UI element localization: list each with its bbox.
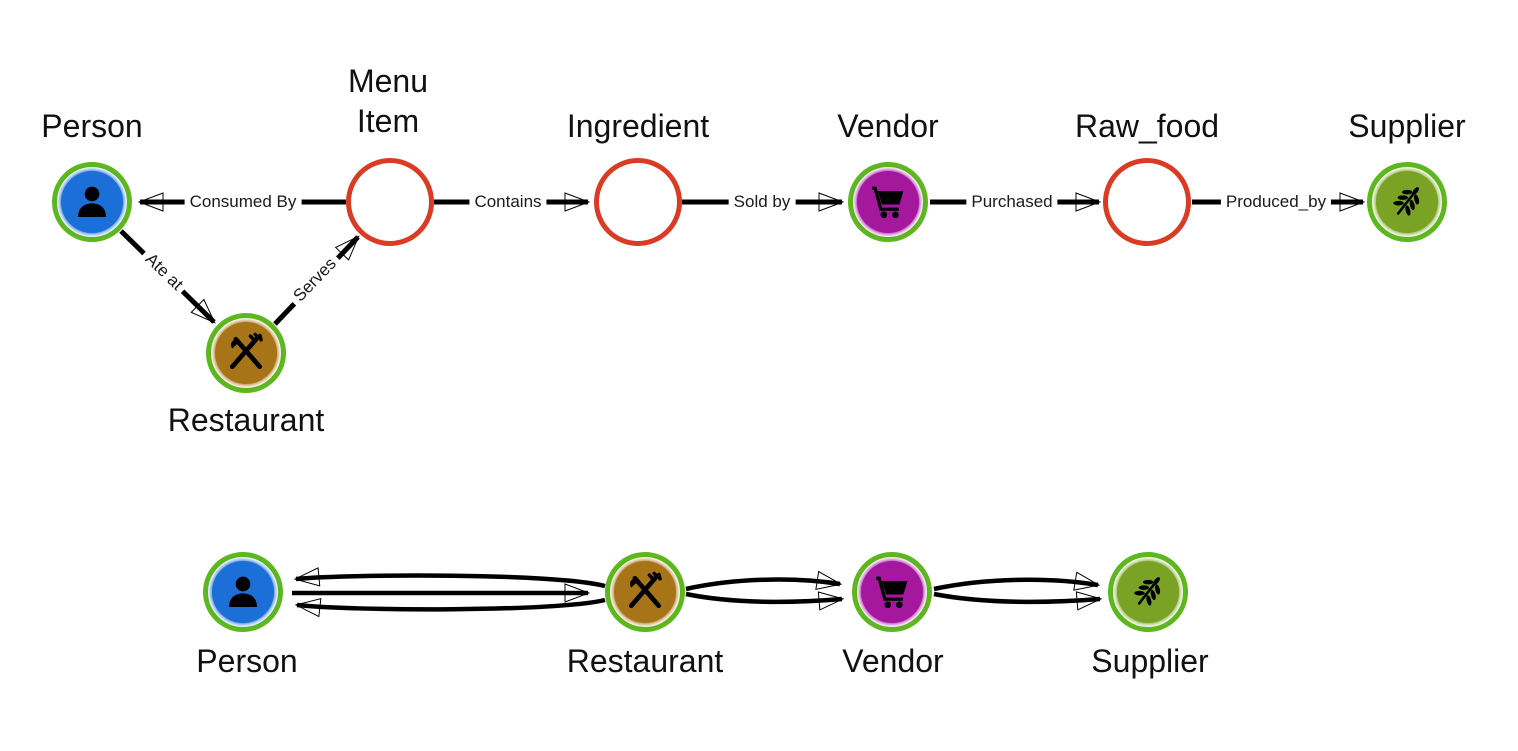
person-icon [212, 561, 274, 623]
utensils-icon [215, 322, 277, 384]
label-ingredient: Ingredient [566, 108, 710, 144]
edge-label-sold-by: Sold by [728, 192, 796, 212]
label-menu-item: Menu Item [347, 63, 429, 139]
label-vendor-top: Vendor [837, 108, 939, 144]
node-restaurant-top[interactable] [206, 313, 286, 393]
edge-label-contains: Contains [469, 192, 547, 212]
node-supplier-bottom[interactable] [1108, 552, 1188, 632]
edge-vendor-to-supplier-bottom [933, 594, 1100, 602]
node-person-top[interactable] [52, 162, 132, 242]
node-restaurant-bottom[interactable] [605, 552, 685, 632]
label-person-bottom: Person [196, 643, 298, 679]
label-raw-food: Raw_food [1074, 108, 1220, 144]
node-raw-food[interactable] [1103, 158, 1191, 246]
wheat-icon [1376, 171, 1438, 233]
node-vendor-bottom[interactable] [852, 552, 932, 632]
shopping-cart-icon [857, 171, 919, 233]
node-ingredient[interactable] [594, 158, 682, 246]
label-vendor-bottom: Vendor [842, 643, 944, 679]
edge-label-produced-by: Produced_by [1220, 192, 1332, 212]
node-person-bottom[interactable] [203, 552, 283, 632]
label-supplier-bottom: Supplier [1091, 643, 1209, 679]
label-person-top: Person [41, 108, 143, 144]
edge-restaurant-to-person-top [296, 576, 606, 589]
edge-restaurant-to-person-bottom [297, 597, 606, 609]
node-vendor-top[interactable] [848, 162, 928, 242]
edge-vendor-to-supplier-top [933, 580, 1098, 592]
wheat-icon [1117, 561, 1179, 623]
edge-label-consumed-by: Consumed By [184, 192, 302, 212]
person-icon [61, 171, 123, 233]
label-restaurant-bottom: Restaurant [566, 643, 724, 679]
edge-restaurant-to-vendor-bottom [685, 594, 842, 602]
node-supplier-top[interactable] [1367, 162, 1447, 242]
edge-restaurant-to-vendor-top [685, 580, 840, 592]
label-supplier-top: Supplier [1348, 108, 1466, 144]
shopping-cart-icon [861, 561, 923, 623]
node-menu-item[interactable] [346, 158, 434, 246]
edge-label-purchased: Purchased [966, 192, 1058, 212]
utensils-icon [614, 561, 676, 623]
label-restaurant-top: Restaurant [167, 402, 325, 438]
